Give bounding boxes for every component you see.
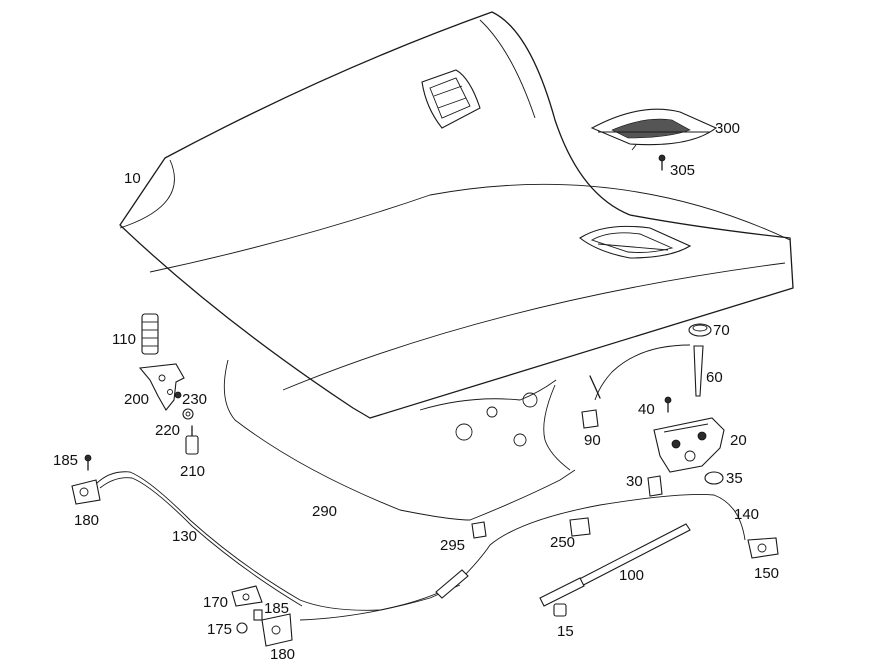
release-cable-140 (459, 493, 746, 581)
bump-stop-110 (141, 313, 159, 355)
hood-panel (119, 11, 794, 419)
callout-290: 290 (312, 503, 338, 520)
washer-220 (182, 408, 194, 420)
callout-10: 10 (124, 170, 141, 187)
callout-20: 20 (730, 432, 747, 449)
bolt-40 (664, 396, 672, 413)
callout-295: 295 (440, 537, 466, 554)
callout-250: 250 (550, 534, 576, 551)
ball-stud-15 (553, 603, 567, 617)
callout-150: 150 (754, 565, 780, 582)
clip-295 (471, 521, 487, 539)
clip-90 (581, 409, 599, 429)
insulation-cable-290 (223, 359, 576, 521)
screw-305 (658, 154, 666, 171)
callout-30: 30 (626, 473, 643, 490)
callout-90: 90 (584, 432, 601, 449)
callout-200: 200 (124, 391, 150, 408)
callout-110: 110 (112, 331, 136, 348)
callout-230: 230 (182, 391, 208, 408)
hood-lock-20 (653, 417, 725, 473)
clip-250 (569, 517, 591, 537)
release-handle-180-bottom (261, 613, 293, 647)
callout-15: 15 (557, 623, 574, 640)
callout-175: 175 (207, 621, 233, 638)
callout-170: 170 (203, 594, 229, 611)
grommet-70 (688, 323, 712, 337)
hood-scoop-rear (579, 225, 692, 259)
washer-175 (236, 622, 248, 634)
callout-300: 300 (715, 120, 741, 137)
nut-230 (174, 391, 182, 399)
rod-60 (589, 344, 704, 401)
callout-70: 70 (713, 322, 730, 339)
cable-sleeve (435, 569, 469, 599)
callout-180-top: 180 (74, 512, 100, 529)
screw-185-bottom (253, 609, 263, 621)
callout-130: 130 (172, 528, 198, 545)
callout-305: 305 (670, 162, 696, 179)
holder-170 (231, 585, 263, 607)
callout-185-top: 185 (53, 452, 79, 469)
bolt-210 (185, 425, 199, 455)
hood-scoop-front (421, 69, 481, 129)
callout-100: 100 (619, 567, 645, 584)
callout-35: 35 (726, 470, 743, 487)
screw-185-top (84, 454, 92, 471)
grommet-35 (704, 471, 724, 485)
bracket-30 (647, 475, 663, 497)
callout-185-bottom: 185 (264, 600, 290, 617)
callout-180-bottom: 180 (270, 646, 296, 663)
release-handle-150 (747, 537, 779, 559)
callout-140: 140 (734, 506, 760, 523)
callout-220: 220 (155, 422, 181, 439)
bracket-200 (138, 363, 185, 411)
gas-strut-100 (539, 523, 691, 607)
vent-grille-300 (590, 108, 718, 151)
callout-40: 40 (638, 401, 655, 418)
callout-60: 60 (706, 369, 723, 386)
release-handle-180-top (71, 479, 101, 505)
release-cable-130 (95, 471, 461, 621)
callout-210: 210 (180, 463, 206, 480)
